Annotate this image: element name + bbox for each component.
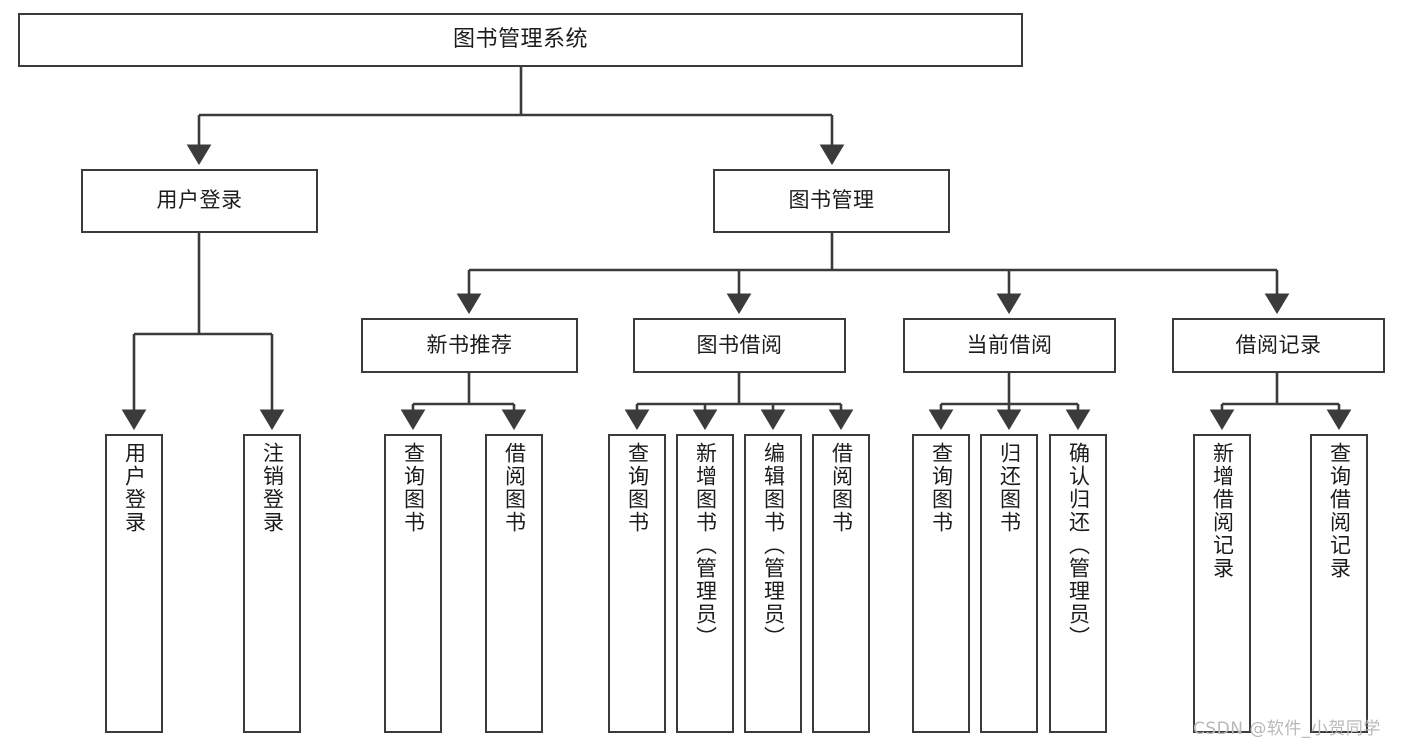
node-book-borrow[interactable]: 图书借阅	[633, 318, 846, 373]
node-user-login-label: 用户登录	[156, 188, 243, 213]
node-root-label: 图书管理系统	[452, 26, 588, 52]
node-book-management-label: 图书管理	[788, 188, 875, 213]
node-leaf-query-record[interactable]: 查询借阅记录	[1310, 434, 1368, 733]
node-current-borrow[interactable]: 当前借阅	[903, 318, 1116, 373]
node-leaf-query-book-1[interactable]: 查询图书	[384, 434, 442, 733]
node-leaf-query-book-2[interactable]: 查询图书	[608, 434, 666, 733]
node-leaf-return-book[interactable]: 归还图书	[980, 434, 1038, 733]
node-leaf-add-record-label: 新增借阅记录	[1210, 442, 1235, 580]
node-user-login[interactable]: 用户登录	[81, 169, 318, 233]
node-new-book-recommend-label: 新书推荐	[426, 332, 513, 357]
node-leaf-return-book-label: 归还图书	[997, 442, 1022, 534]
node-leaf-borrow-book-1-label: 借阅图书	[502, 442, 527, 534]
node-leaf-borrow-book-2-label: 借阅图书	[829, 442, 854, 534]
node-new-book-recommend[interactable]: 新书推荐	[361, 318, 578, 373]
node-borrow-record[interactable]: 借阅记录	[1172, 318, 1385, 373]
node-leaf-logout-login[interactable]: 注销登录	[243, 434, 301, 733]
csdn-watermark: CSDN @软件_小贺同学	[1193, 719, 1381, 739]
node-leaf-add-book[interactable]: 新增图书（管理员）	[676, 434, 734, 733]
node-borrow-record-label: 借阅记录	[1235, 332, 1322, 357]
node-leaf-user-login-label: 用户登录	[122, 442, 147, 534]
node-leaf-add-book-label: 新增图书（管理员）	[693, 442, 718, 649]
node-leaf-query-book-1-label: 查询图书	[401, 442, 426, 534]
node-leaf-borrow-book-2[interactable]: 借阅图书	[812, 434, 870, 733]
node-leaf-user-login[interactable]: 用户登录	[105, 434, 163, 733]
node-book-management[interactable]: 图书管理	[713, 169, 950, 233]
node-book-borrow-label: 图书借阅	[696, 332, 783, 357]
node-root[interactable]: 图书管理系统	[18, 13, 1023, 67]
node-leaf-confirm-return-label: 确认归还（管理员）	[1066, 442, 1091, 649]
node-leaf-query-book-3[interactable]: 查询图书	[912, 434, 970, 733]
node-leaf-borrow-book-1[interactable]: 借阅图书	[485, 434, 543, 733]
node-leaf-add-record[interactable]: 新增借阅记录	[1193, 434, 1251, 733]
node-leaf-query-record-label: 查询借阅记录	[1327, 442, 1352, 580]
node-leaf-edit-book[interactable]: 编辑图书（管理员）	[744, 434, 802, 733]
node-leaf-query-book-2-label: 查询图书	[625, 442, 650, 534]
node-leaf-edit-book-label: 编辑图书（管理员）	[761, 442, 786, 649]
node-current-borrow-label: 当前借阅	[966, 332, 1053, 357]
node-leaf-query-book-3-label: 查询图书	[929, 442, 954, 534]
node-leaf-confirm-return[interactable]: 确认归还（管理员）	[1049, 434, 1107, 733]
node-leaf-logout-login-label: 注销登录	[260, 442, 285, 534]
